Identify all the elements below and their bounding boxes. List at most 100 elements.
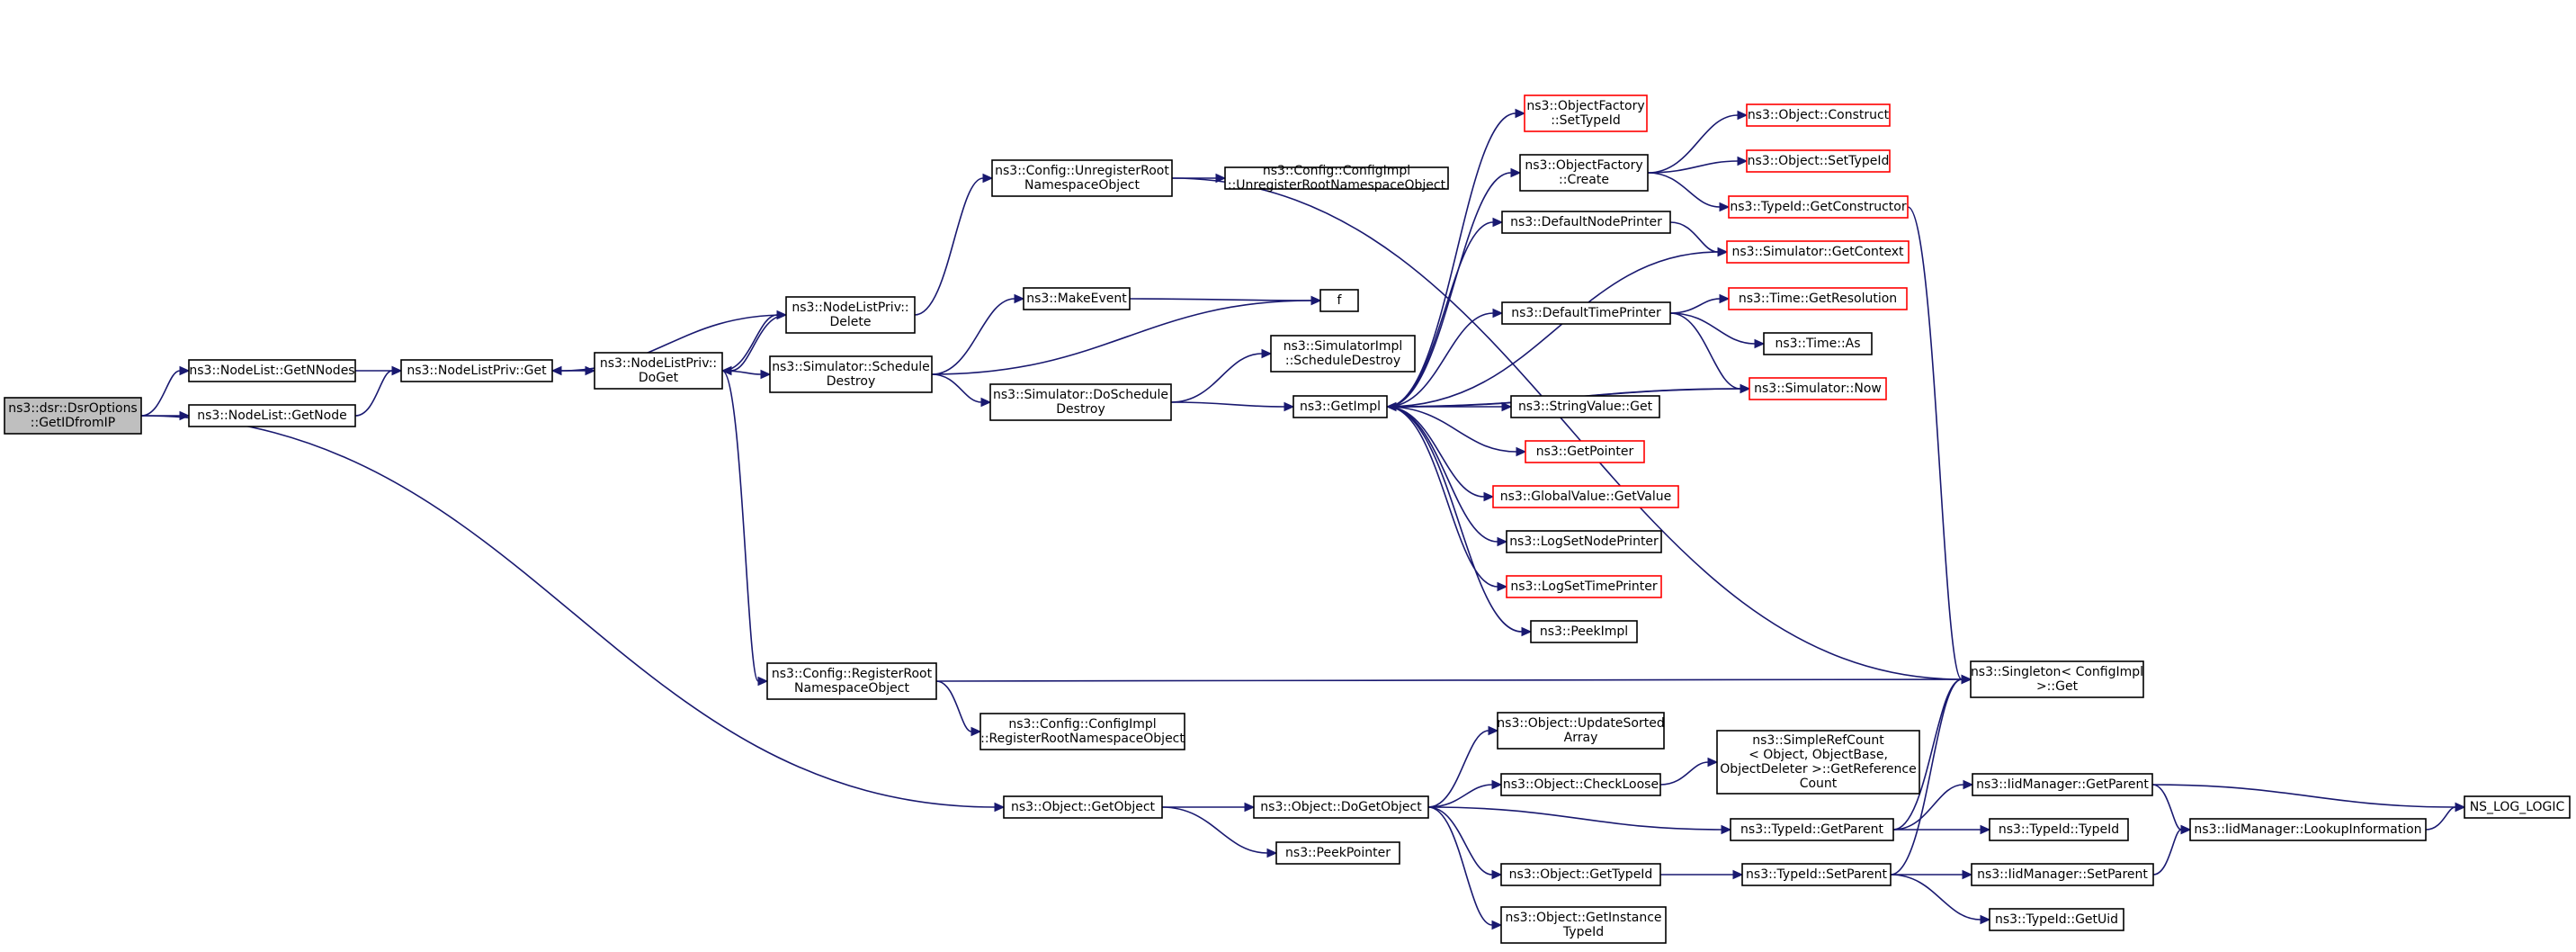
edge-n11-n12 (1170, 348, 1273, 403)
node-n4[interactable]: ns3::NodeListPriv::DoGet (594, 352, 723, 390)
node-box (1728, 195, 1909, 219)
node-label: ns3::TypeId::SetParent (1746, 867, 1887, 882)
node-n26[interactable]: ns3::GetPointer (1525, 440, 1645, 463)
node-n7[interactable]: ns3::Config::UnregisterRootNamespaceObje… (991, 159, 1173, 197)
node-label: ns3::Config::UnregisterRoot (995, 164, 1169, 178)
node-label: TypeId (1562, 925, 1604, 939)
node-label: ns3::GetPointer (1536, 445, 1634, 459)
edge-n34-n35 (1162, 802, 1256, 813)
node-box (4, 397, 142, 435)
node-label: ns3::Object::UpdateSorted (1497, 716, 1664, 731)
node-n9[interactable]: ns3::MakeEvent (1023, 287, 1131, 310)
node-n25[interactable]: ns3::StringValue::Get (1510, 395, 1660, 418)
arrowhead (1244, 802, 1256, 813)
node-n36[interactable]: ns3::PeekPointer (1275, 841, 1400, 865)
node-n40[interactable]: ns3::TypeId::GetParent (1730, 818, 1894, 841)
node-n38[interactable]: ns3::Object::CheckLoose (1500, 773, 1661, 796)
node-n29[interactable]: ns3::LogSetTimePrinter (1506, 575, 1662, 598)
arrowhead (1501, 401, 1513, 412)
node-label: ns3::NodeListPriv:: (792, 301, 908, 315)
edge-n46-n48 (2152, 824, 2192, 876)
node-n27[interactable]: ns3::GlobalValue::GetValue (1492, 485, 1679, 508)
node-n15[interactable]: ns3::ObjectFactory::Create (1519, 154, 1649, 192)
node-label: < Object, ObjectBase, (1749, 748, 1888, 762)
node-n14[interactable]: ns3::ObjectFactory::SetTypeId (1524, 94, 1648, 132)
node-n1[interactable]: ns3::NodeList::GetNNodes (188, 359, 356, 382)
node-n21[interactable]: ns3::DefaultTimePrinter (1501, 301, 1671, 325)
arrowhead (1963, 779, 1974, 790)
arrowhead (1707, 757, 1719, 768)
node-box (1741, 863, 1892, 886)
node-n20[interactable]: ns3::Simulator::GetContext (1726, 240, 1910, 264)
node-label: NamespaceObject (1024, 178, 1140, 193)
node-label: ns3::GlobalValue::GetValue (1500, 489, 1671, 504)
arrowhead (1491, 920, 1503, 930)
node-box (979, 713, 1185, 750)
node-n6[interactable]: ns3::Simulator::ScheduleDestroy (769, 355, 933, 393)
node-n8[interactable]: ns3::Config::ConfigImpl::UnregisterRootN… (1224, 164, 1449, 193)
arrowhead (1488, 725, 1499, 736)
node-n32[interactable]: ns3::Config::ConfigImpl::RegisterRootNam… (979, 713, 1185, 750)
node-n33[interactable]: ns3::Singleton< ConfigImpl >::Get (1970, 660, 2144, 698)
arrowhead (1980, 914, 1991, 925)
node-label: NS_LOG_LOGIC (2470, 800, 2565, 814)
edge-n19-n20 (1669, 221, 1729, 257)
node-n31[interactable]: ns3::Config::RegisterRootNamespaceObject (766, 662, 937, 700)
node-n12[interactable]: ns3::SimulatorImpl::ScheduleDestroy (1270, 335, 1416, 373)
edge-n11-n13 (1170, 401, 1295, 412)
node-label: ns3::Object::SetTypeId (1748, 154, 1890, 168)
node-n44[interactable]: ns3::IidManager::GetParent (1972, 773, 2153, 796)
node-box (1525, 440, 1645, 463)
node-label: ::RegisterRootNamespaceObject (980, 732, 1185, 746)
node-box (400, 359, 553, 382)
node-n30[interactable]: ns3::PeekImpl (1530, 620, 1638, 643)
arrowhead (1719, 202, 1731, 212)
node-n16[interactable]: ns3::Object::Construct (1746, 103, 1891, 127)
node-n22[interactable]: ns3::Time::GetResolution (1728, 287, 1908, 310)
node-n10[interactable]: f (1319, 289, 1359, 312)
node-n3[interactable]: ns3::NodeListPriv::Get (400, 359, 553, 382)
edge-n35-n40 (1427, 806, 1732, 835)
arrowhead (1962, 869, 1973, 880)
node-n24[interactable]: ns3::Simulator::Now (1749, 377, 1887, 400)
node-n18[interactable]: ns3::TypeId::GetConstructor (1728, 195, 1909, 219)
node-n46[interactable]: ns3::IidManager::SetParent (1971, 863, 2154, 886)
node-n41[interactable]: ns3::Object::GetTypeId (1500, 863, 1661, 886)
node-n2[interactable]: ns3::NodeList::GetNode (188, 404, 356, 427)
node-n48[interactable]: ns3::IidManager::LookupInformation (2189, 818, 2427, 841)
node-label: ns3::Object::DoGetObject (1260, 800, 1422, 814)
node-n5[interactable]: ns3::NodeListPriv::Delete (785, 296, 916, 334)
node-n39[interactable]: ns3::SimpleRefCount< Object, ObjectBase,… (1716, 730, 1920, 795)
node-n19[interactable]: ns3::DefaultNodePrinter (1501, 211, 1671, 234)
arrowhead (1516, 446, 1527, 457)
node-n47[interactable]: ns3::TypeId::GetUid (1989, 908, 2124, 931)
node-n13[interactable]: ns3::GetImpl (1292, 395, 1388, 418)
node-label: ns3::Simulator::DoSchedule (993, 388, 1168, 402)
node-n23[interactable]: ns3::Time::As (1763, 332, 1873, 355)
node-box (1501, 301, 1671, 325)
node-box (1500, 906, 1667, 944)
node-n43[interactable]: ns3::TypeId::SetParent (1741, 863, 1892, 886)
arrowhead (1737, 110, 1749, 121)
node-label: ns3::NodeListPriv::Get (407, 364, 547, 378)
arrowhead (1510, 167, 1522, 178)
node-label: ns3::TypeId::GetConstructor (1730, 200, 1906, 214)
node-label: ns3::SimpleRefCount (1752, 733, 1884, 748)
edge-n4-n31 (721, 370, 769, 687)
node-box (1500, 773, 1661, 796)
node-n45[interactable]: ns3::TypeId::TypeId (1989, 818, 2129, 841)
node-n34[interactable]: ns3::Object::GetObject (1003, 795, 1163, 819)
node-label: ns3::Object::GetObject (1011, 800, 1156, 814)
node-n28[interactable]: ns3::LogSetNodePrinter (1506, 530, 1662, 553)
edge-n21-n23 (1669, 312, 1766, 349)
node-box (1492, 485, 1679, 508)
node-n17[interactable]: ns3::Object::SetTypeId (1746, 149, 1891, 173)
node-n35[interactable]: ns3::Object::DoGetObject (1253, 795, 1429, 819)
node-n49[interactable]: NS_LOG_LOGIC (2464, 795, 2571, 819)
node-label: ns3::Object::CheckLoose (1503, 777, 1659, 792)
node-label: DoGet (639, 371, 679, 385)
node-n0[interactable]: ns3::dsr::DsrOptions::GetIDfromIP (4, 397, 142, 435)
